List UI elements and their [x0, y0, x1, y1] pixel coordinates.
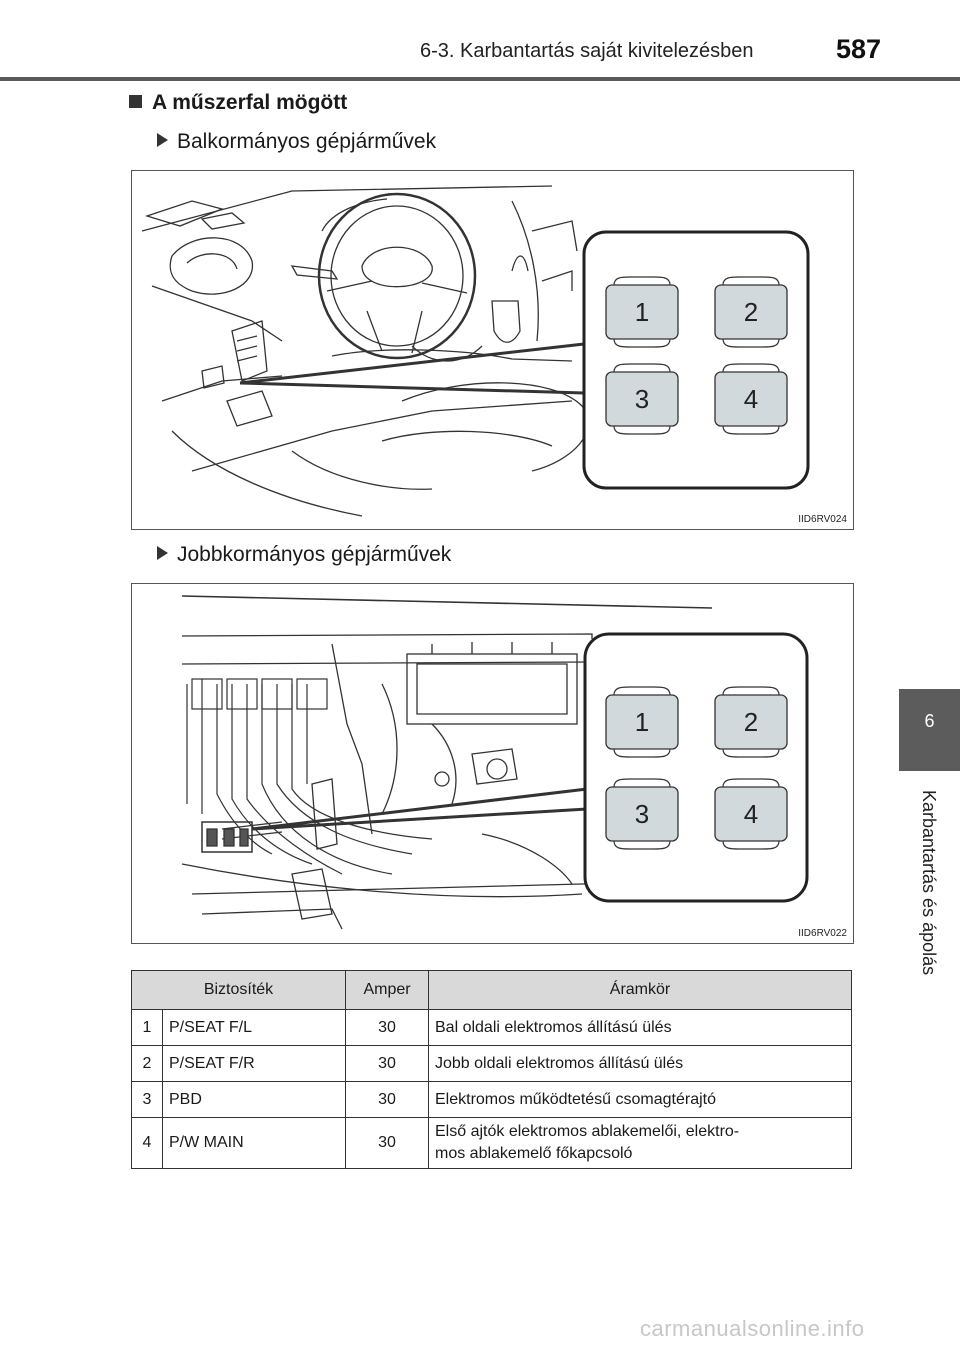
fuse-4-box — [714, 371, 788, 427]
fuse-4-label: 4 — [744, 384, 758, 414]
figure-1-caption: Balkormányos gépjárművek — [157, 130, 436, 154]
header-amper: Amper — [345, 970, 429, 1010]
table-row: 4 P/W MAIN 30 Első ajtók elektromos abla… — [131, 1117, 852, 1169]
chapter-title: Karbantartás és ápolás — [919, 790, 939, 976]
fuse-circuit: Jobb oldali elektromos állítású ülés — [428, 1045, 852, 1082]
header-fuse: Biztosíték — [131, 970, 346, 1010]
fuse-name: PBD — [162, 1081, 346, 1118]
triangle-arrow-icon — [157, 546, 168, 560]
fuse-circuit-line-1: Első ajtók elektromos ablakemelői, elekt… — [435, 1123, 740, 1140]
section-heading: A műszerfal mögött — [129, 91, 347, 115]
table-row: 3 PBD 30 Elektromos működtetésű csomagté… — [131, 1081, 852, 1118]
fuse-amp: 30 — [345, 1081, 429, 1118]
fuse-3-label: 3 — [635, 799, 649, 829]
fuse-1-label: 1 — [635, 297, 649, 327]
fuse-circuit: Első ajtók elektromos ablakemelői, elekt… — [428, 1117, 852, 1169]
fuse-table: Biztosíték Amper Áramkör 1 P/SEAT F/L 30… — [131, 970, 852, 1169]
fuse-2-label: 2 — [744, 707, 758, 737]
fuse-3-box — [605, 786, 679, 842]
dashboard-rhd-drawing: 1 2 3 4 — [181, 595, 809, 930]
figure-2-code: IID6RV022 — [798, 928, 847, 939]
fuse-number: 4 — [131, 1117, 163, 1169]
fuse-2-box — [714, 694, 788, 750]
figure-rhd-illustration: 1 2 3 4 IID6RV022 — [131, 583, 854, 944]
table-row: 1 P/SEAT F/L 30 Bal oldali elektromos ál… — [131, 1009, 852, 1046]
table-row: 2 P/SEAT F/R 30 Jobb oldali elektromos á… — [131, 1045, 852, 1082]
section-title: 6-3. Karbantartás saját kivitelezésben — [420, 40, 754, 62]
watermark: carmanualsonline.info — [640, 1316, 865, 1341]
fuse-amp: 30 — [345, 1009, 429, 1046]
fuse-circuit: Elektromos működtetésű csomagtérajtó — [428, 1081, 852, 1118]
fuse-3-box — [605, 371, 679, 427]
figure-1-code: IID6RV024 — [798, 514, 847, 525]
fuse-circuit-line-2: mos ablakemelő főkapcsoló — [435, 1145, 633, 1162]
fuse-circuit: Bal oldali elektromos állítású ülés — [428, 1009, 852, 1046]
fuse-amp: 30 — [345, 1045, 429, 1082]
header-circuit: Áramkör — [428, 970, 852, 1010]
table-header-row: Biztosíték Amper Áramkör — [131, 970, 852, 1010]
fuse-name: P/W MAIN — [162, 1117, 346, 1169]
figure-2-caption: Jobbkormányos gépjárművek — [157, 543, 451, 567]
figure-lhd-illustration: 1 2 3 4 IID6RV024 — [131, 170, 854, 530]
chapter-title-vertical: Karbantartás és ápolás — [911, 790, 947, 1090]
fuse-number: 3 — [131, 1081, 163, 1118]
fuse-1-box — [605, 694, 679, 750]
fuse-1-box — [605, 284, 679, 340]
fuse-1-label: 1 — [635, 707, 649, 737]
fuse-number: 2 — [131, 1045, 163, 1082]
chapter-tab[interactable]: 6 — [899, 689, 960, 771]
triangle-arrow-icon — [157, 133, 168, 147]
figure-1-caption-text: Balkormányos gépjárművek — [177, 130, 437, 153]
fuse-2-label: 2 — [744, 297, 758, 327]
fuse-4-box — [714, 786, 788, 842]
square-bullet-icon — [129, 95, 142, 108]
fuse-name: P/SEAT F/R — [162, 1045, 346, 1082]
section-heading-text: A műszerfal mögött — [152, 91, 348, 114]
fuse-name: P/SEAT F/L — [162, 1009, 346, 1046]
fuse-number: 1 — [131, 1009, 163, 1046]
dashboard-lhd-drawing: 1 2 3 4 — [141, 185, 810, 517]
page-number: 587 — [836, 34, 882, 64]
fuse-amp: 30 — [345, 1117, 429, 1169]
fuse-3-label: 3 — [635, 384, 649, 414]
fuse-2-box — [714, 284, 788, 340]
figure-2-caption-text: Jobbkormányos gépjárművek — [177, 543, 452, 566]
chapter-number: 6 — [924, 711, 935, 731]
header-rule — [0, 77, 960, 81]
fuse-4-label: 4 — [744, 799, 758, 829]
